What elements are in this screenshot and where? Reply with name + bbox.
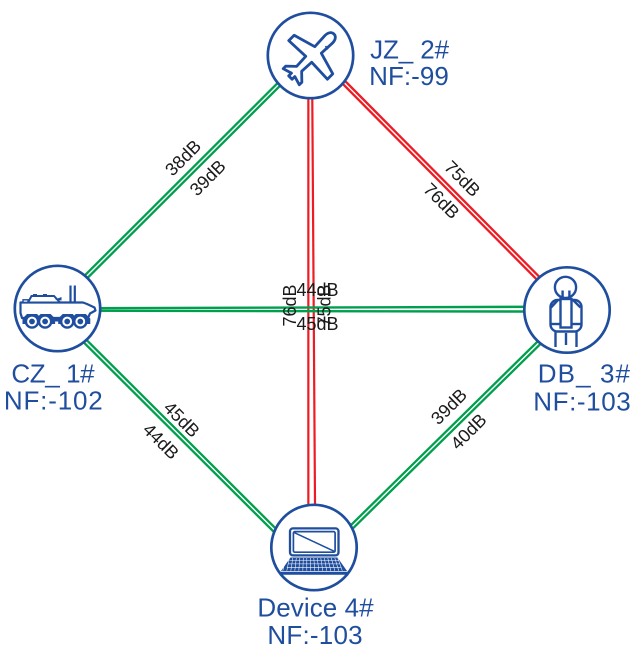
svg-text:NF:-103: NF:-103 [267, 620, 362, 650]
svg-text:45dB: 45dB [296, 314, 338, 334]
svg-text:JZ_ 2#: JZ_ 2# [370, 34, 449, 64]
svg-text:75dB: 75dB [315, 284, 335, 326]
svg-text:Device 4#: Device 4# [257, 593, 374, 623]
svg-text:DB_ 3#: DB_ 3# [538, 359, 631, 389]
svg-text:NF:-103: NF:-103 [533, 387, 631, 417]
svg-text:44dB: 44dB [296, 280, 338, 300]
svg-text:CZ_ 1#: CZ_ 1# [11, 359, 95, 389]
svg-text:NF:-102: NF:-102 [4, 386, 103, 416]
svg-text:76dB: 76dB [280, 284, 300, 326]
svg-text:NF:-99: NF:-99 [369, 61, 449, 91]
